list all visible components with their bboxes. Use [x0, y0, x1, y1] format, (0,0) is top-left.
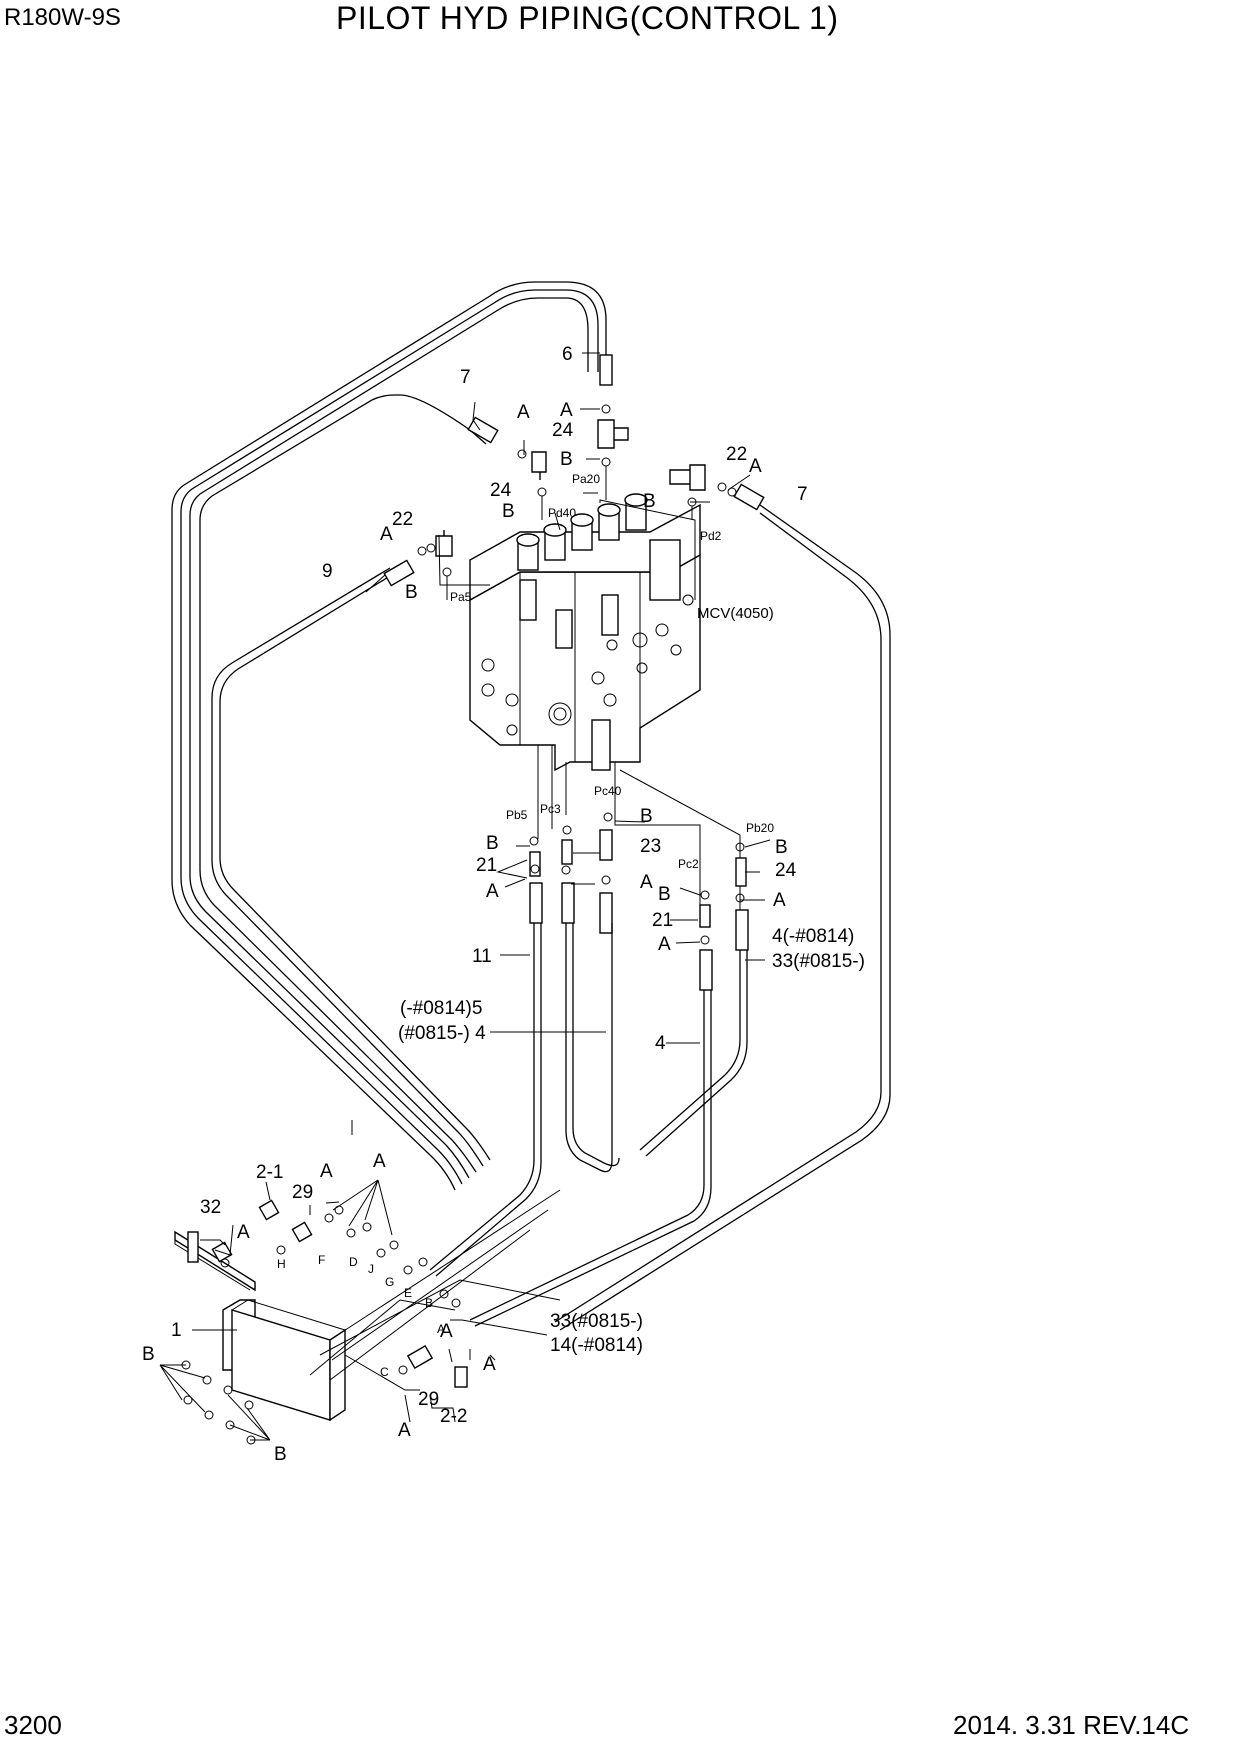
letter-a: A — [320, 1161, 333, 1182]
letter-b: B — [486, 833, 499, 854]
connection-letters: A A A A A A A A A A A A A A B B B B B B … — [142, 400, 788, 1465]
block-letter-g: G — [385, 1275, 394, 1289]
label-part-6: 6 — [562, 344, 573, 365]
port-pd40: Pd40 — [548, 506, 576, 520]
label-part-21-right: 21 — [652, 910, 673, 931]
label-part-1: 1 — [171, 1320, 182, 1341]
block-letter-j: J — [368, 1262, 374, 1276]
label-part-33-lower: 33(#0815-) — [550, 1311, 643, 1332]
revision-date: 2014. 3.31 REV.14C — [953, 1710, 1190, 1740]
block-letter-h: H — [277, 1257, 286, 1271]
hose-7-right — [554, 504, 891, 1331]
page-number: 3200 — [4, 1710, 62, 1740]
label-part-22-left: 22 — [392, 509, 413, 530]
upper-fittings — [383, 354, 765, 600]
label-part-4-lower: 4 — [655, 1033, 666, 1054]
pilot-block — [174, 1189, 561, 1422]
letter-b: B — [658, 884, 671, 905]
label-part-11: 11 — [472, 946, 492, 967]
block-letter-c: C — [380, 1365, 389, 1379]
label-part-24-mid: 24 — [490, 480, 512, 501]
letter-a: A — [773, 890, 786, 911]
letter-a: A — [640, 872, 653, 893]
hose-bundle-left — [171, 281, 607, 1191]
letter-b: B — [775, 837, 788, 858]
letter-a: A — [486, 881, 499, 902]
label-part-24-top: 24 — [552, 420, 574, 441]
label-part-7-right: 7 — [797, 484, 808, 505]
hose-9 — [211, 567, 491, 1167]
page-title: PILOT HYD PIPING(CONTROL 1) — [336, 0, 839, 36]
label-part-23: 23 — [640, 836, 661, 857]
port-pb20: Pb20 — [746, 821, 774, 835]
port-pc3: Pc3 — [540, 802, 561, 816]
part-labels: 6 7 24 24 22 22 7 9 23 24 21 21 11 4(-#0… — [171, 344, 865, 1427]
o-rings — [181, 1205, 461, 1445]
block-letter-a: A — [437, 1322, 445, 1336]
label-part-29-top: 29 — [292, 1182, 313, 1203]
label-part-32: 32 — [200, 1197, 221, 1218]
letter-b: B — [274, 1444, 287, 1465]
label-part-22-right: 22 — [726, 444, 747, 465]
letter-a: A — [517, 402, 530, 423]
label-part-7-left: 7 — [460, 367, 471, 388]
port-pa5: Pa5 — [450, 590, 472, 604]
letter-a: A — [373, 1151, 386, 1172]
label-part-14: 14(-#0814) — [550, 1335, 643, 1356]
letter-a: A — [398, 1420, 411, 1441]
block-letter-f: F — [318, 1253, 325, 1267]
label-mcv: MCV(4050) — [697, 605, 774, 622]
label-part-2-2: 2-2 — [440, 1406, 467, 1427]
lower-fittings — [429, 745, 749, 1327]
letter-a: A — [560, 400, 573, 421]
letter-b: B — [560, 449, 573, 470]
port-pc2: Pc2 — [678, 857, 699, 871]
port-pc40: Pc40 — [594, 784, 622, 798]
label-part-9: 9 — [322, 561, 333, 582]
port-pd2: Pd2 — [700, 529, 722, 543]
port-pb5: Pb5 — [506, 808, 528, 822]
letter-b: B — [142, 1344, 155, 1365]
model-number: R180W-9S — [4, 4, 121, 31]
block-letter-e: E — [404, 1286, 412, 1300]
label-part-29-bottom: 29 — [418, 1389, 439, 1410]
label-part-24-right: 24 — [775, 860, 797, 881]
mcv-ports — [481, 594, 694, 736]
letter-b: B — [405, 582, 418, 603]
mcv-block — [469, 493, 701, 772]
letter-a: A — [237, 1222, 250, 1243]
label-part-4-right: 4(-#0814) — [772, 926, 854, 947]
label-part-33-right: 33(#0815-) — [772, 951, 865, 972]
label-part-2-1: 2-1 — [256, 1162, 283, 1183]
block-letters: H F D J G E B C A — [277, 1253, 445, 1379]
letter-a: A — [483, 1354, 496, 1375]
leader-lines — [159, 352, 771, 1441]
letter-a: A — [380, 524, 393, 545]
letter-a: A — [749, 456, 762, 477]
letter-b: B — [502, 501, 515, 522]
letter-b: B — [643, 491, 656, 512]
port-pa20: Pa20 — [572, 472, 600, 486]
label-part-4-center: (#0815-) 4 — [398, 1023, 486, 1044]
hose-7-left — [199, 394, 487, 1173]
letter-b: B — [640, 806, 653, 827]
block-letter-b: B — [425, 1296, 433, 1310]
block-letter-d: D — [349, 1255, 358, 1269]
mcv-spools — [516, 493, 681, 771]
letter-a: A — [658, 934, 671, 955]
label-part-5: (-#0814)5 — [400, 998, 482, 1019]
label-part-21-left: 21 — [476, 855, 497, 876]
port-labels: Pa20 Pd40 Pd2 Pa5 Pb5 Pc3 Pc40 Pb20 Pc2 — [450, 472, 774, 871]
letter-a: A — [440, 1321, 453, 1342]
